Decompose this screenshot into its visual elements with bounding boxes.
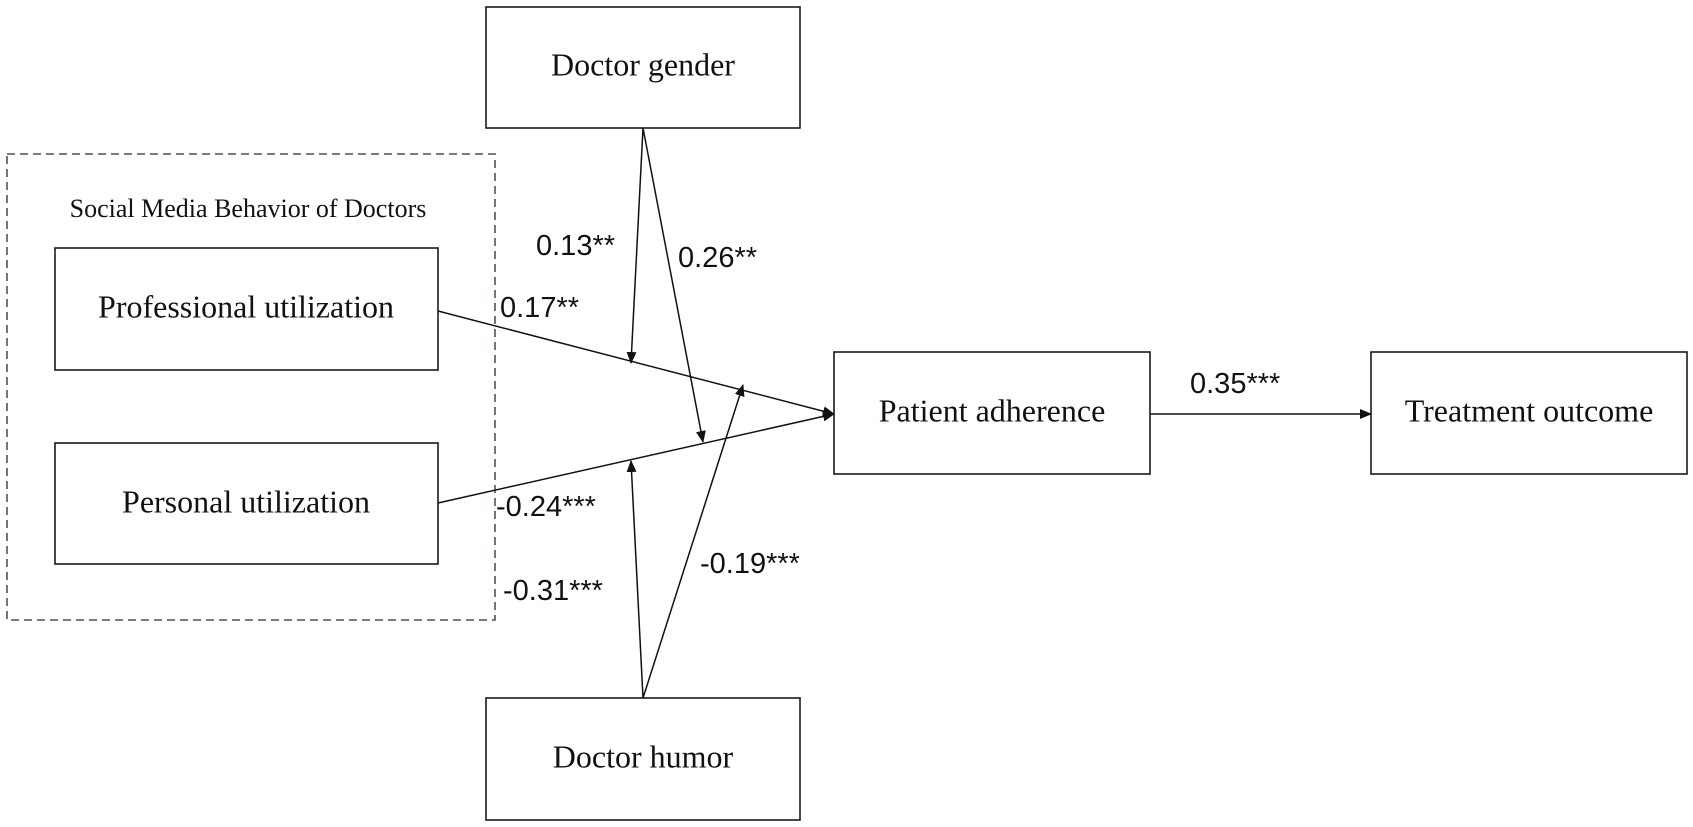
doctor-gender-node: Doctor gender (485, 6, 801, 129)
gender-moderates-personal-arrow (642, 127, 706, 443)
patient-adherence-node: Patient adherence (833, 351, 1151, 475)
social-media-behavior-group-border (6, 153, 496, 621)
humor-professional-coefficient: -0.19*** (700, 548, 800, 580)
personal-utilization-node: Personal utilization (54, 442, 439, 565)
humor-moderates-professional-arrow (642, 384, 745, 699)
professional-utilization-node: Professional utilization (54, 247, 439, 371)
humor-personal-coefficient: -0.31*** (503, 575, 603, 607)
social-media-behavior-group-label: Social Media Behavior of Doctors (70, 194, 427, 223)
doctor-humor-label: Doctor humor (553, 738, 734, 774)
personal-adherence-coefficient: -0.24*** (496, 491, 596, 523)
personal-utilization-label: Personal utilization (122, 483, 370, 519)
gender-moderates-professional-arrow (626, 127, 644, 364)
professional-to-adherence-arrow (437, 310, 835, 417)
professional-utilization-label: Professional utilization (98, 288, 394, 324)
professional-adherence-coefficient: 0.17** (500, 292, 579, 324)
patient-adherence-label: Patient adherence (879, 392, 1106, 428)
gender-personal-coefficient: 0.26** (678, 242, 757, 274)
gender-professional-coefficient: 0.13** (536, 230, 615, 262)
social-media-behavior-group: Social Media Behavior of Doctors (6, 153, 496, 621)
treatment-outcome-label: Treatment outcome (1405, 392, 1654, 428)
doctor-gender-label: Doctor gender (551, 46, 735, 82)
humor-moderates-personal-arrow (626, 460, 644, 699)
personal-to-adherence-arrow (437, 411, 835, 504)
doctor-humor-node: Doctor humor (485, 697, 801, 821)
treatment-outcome-node: Treatment outcome (1370, 351, 1688, 475)
adherence-outcome-coefficient: 0.35*** (1190, 368, 1280, 400)
